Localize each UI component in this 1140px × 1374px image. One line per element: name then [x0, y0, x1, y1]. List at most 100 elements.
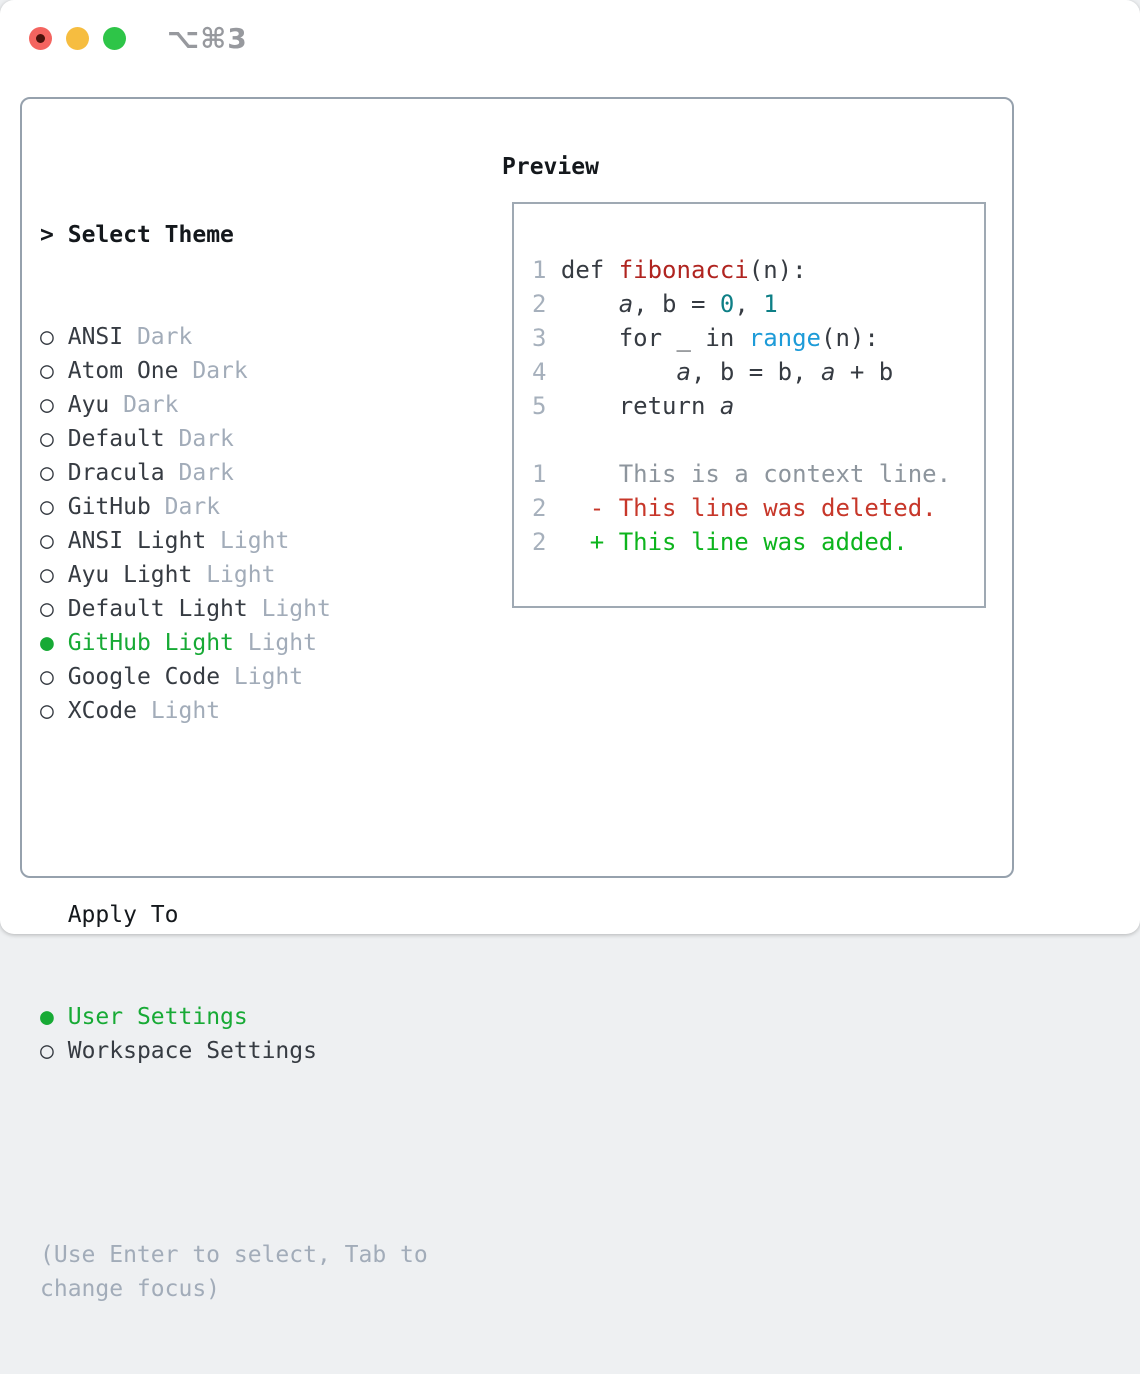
- code-line: [532, 423, 951, 457]
- radio-off-icon: ○: [40, 460, 54, 486]
- line-number: 1: [532, 256, 561, 284]
- radio-off-icon: ○: [40, 562, 54, 588]
- theme-options: ○ ANSI Dark○ Atom One Dark○ Ayu Dark○ De…: [40, 320, 455, 728]
- theme-variant-tag: Light: [206, 528, 290, 554]
- theme-option-default-light[interactable]: ○ Default Light Light: [40, 592, 455, 626]
- app-window: ⌥⌘3 > Select Theme ○ ANSI Dark○ Atom One…: [0, 0, 1140, 1302]
- token-var: a: [719, 392, 735, 420]
- theme-variant-tag: Light: [247, 596, 331, 622]
- token-var: a: [676, 358, 691, 386]
- radio-off-icon: ○: [40, 392, 54, 418]
- theme-option-ansi-light[interactable]: ○ ANSI Light Light: [40, 524, 455, 558]
- theme-variant-tag: Dark: [178, 358, 248, 384]
- code-line: 2 + This line was added.: [532, 525, 951, 559]
- token-add: + This line was added.: [560, 528, 908, 556]
- apply-option-workspace-settings[interactable]: ○ Workspace Settings: [40, 1034, 455, 1068]
- apply-option-user-settings[interactable]: ● User Settings: [40, 1000, 455, 1034]
- token-pl: , b =: [633, 290, 720, 318]
- token-pl: [561, 358, 677, 386]
- token-pl: , b = b,: [690, 358, 821, 386]
- token-pl: (n):: [821, 324, 879, 352]
- theme-option-ayu[interactable]: ○ Ayu Dark: [40, 388, 455, 422]
- select-theme-header: > Select Theme: [40, 218, 455, 252]
- option-label: Atom One: [67, 358, 179, 384]
- preview-label: Preview: [502, 154, 599, 180]
- theme-variant-tag: Dark: [109, 392, 179, 418]
- radio-off-icon: ○: [40, 528, 54, 554]
- token-pl: (n):: [748, 256, 807, 284]
- option-label: Google Code: [67, 664, 221, 690]
- option-label: XCode: [67, 698, 137, 724]
- spacer: [40, 796, 455, 830]
- theme-variant-tag: Dark: [164, 426, 234, 452]
- token-bi: range: [748, 324, 821, 352]
- token-var: a: [618, 290, 634, 318]
- close-button[interactable]: [29, 27, 52, 50]
- minimize-button[interactable]: [66, 27, 89, 50]
- theme-variant-tag: Light: [192, 562, 276, 588]
- option-label: GitHub Light: [67, 630, 234, 656]
- option-label: ANSI: [67, 324, 124, 350]
- line-number: 3: [532, 324, 561, 352]
- token-var: a: [821, 358, 836, 386]
- theme-variant-tag: Light: [233, 630, 317, 656]
- radio-off-icon: ○: [40, 494, 54, 520]
- option-label: GitHub: [67, 494, 151, 520]
- token-pl: return: [560, 392, 720, 420]
- code-line: 3 for _ in range(n):: [532, 321, 951, 355]
- line-number: 2: [532, 494, 561, 522]
- spacer: [40, 1136, 455, 1170]
- code-line: 5 return a: [532, 389, 951, 423]
- option-label: Ayu Light: [67, 562, 193, 588]
- theme-option-github[interactable]: ○ GitHub Dark: [40, 490, 455, 524]
- radio-off-icon: ○: [40, 1038, 54, 1064]
- option-label: Dracula: [67, 460, 165, 486]
- option-label: Workspace Settings: [67, 1038, 317, 1064]
- code-line: 1 def fibonacci(n):: [532, 253, 951, 287]
- token-num: 1: [763, 290, 778, 318]
- theme-list: > Select Theme ○ ANSI Dark○ Atom One Dar…: [40, 150, 455, 1374]
- radio-off-icon: ○: [40, 426, 54, 452]
- code-line: 2 a, b = 0, 1: [532, 287, 951, 321]
- select-theme-label: Select Theme: [67, 222, 234, 248]
- theme-option-github-light[interactable]: ● GitHub Light Light: [40, 626, 455, 660]
- radio-off-icon: ○: [40, 358, 54, 384]
- line-number: 5: [532, 392, 561, 420]
- prompt-icon: >: [40, 222, 54, 248]
- zoom-button[interactable]: [103, 27, 126, 50]
- theme-variant-tag: Dark: [123, 324, 193, 350]
- close-dot-icon: [36, 34, 45, 43]
- radio-off-icon: ○: [40, 324, 54, 350]
- theme-option-google-code[interactable]: ○ Google Code Light: [40, 660, 455, 694]
- option-label: ANSI Light: [67, 528, 207, 554]
- theme-option-atom-one[interactable]: ○ Atom One Dark: [40, 354, 455, 388]
- apply-to-header: Apply To: [67, 902, 179, 928]
- token-pl: [561, 290, 619, 318]
- theme-option-dracula[interactable]: ○ Dracula Dark: [40, 456, 455, 490]
- token-pl: ,: [734, 290, 764, 318]
- code-line: 4 a, b = b, a + b: [532, 355, 951, 389]
- window-title: ⌥⌘3: [167, 22, 248, 55]
- option-label: Default: [67, 426, 165, 452]
- code-line: 2 - This line was deleted.: [532, 491, 951, 525]
- line-number: 2: [532, 290, 561, 318]
- line-number: 2: [532, 528, 561, 556]
- titlebar: ⌥⌘3: [0, 0, 1140, 75]
- token-num: 0: [719, 290, 735, 318]
- code-line: 1 This is a context line.: [532, 457, 951, 491]
- radio-on-icon: ●: [40, 630, 54, 656]
- radio-off-icon: ○: [40, 596, 54, 622]
- token-pl: for _ in: [560, 324, 749, 352]
- option-label: Ayu: [67, 392, 110, 418]
- theme-option-ansi[interactable]: ○ ANSI Dark: [40, 320, 455, 354]
- theme-option-xcode[interactable]: ○ XCode Light: [40, 694, 455, 728]
- main-panel: > Select Theme ○ ANSI Dark○ Atom One Dar…: [20, 97, 1014, 1302]
- radio-off-icon: ○: [40, 698, 54, 724]
- apply-to-options: ● User Settings○ Workspace Settings: [40, 1000, 455, 1068]
- token-del: - This line was deleted.: [560, 494, 937, 522]
- theme-option-ayu-light[interactable]: ○ Ayu Light Light: [40, 558, 455, 592]
- option-label: Default Light: [67, 596, 248, 622]
- theme-option-default[interactable]: ○ Default Dark: [40, 422, 455, 456]
